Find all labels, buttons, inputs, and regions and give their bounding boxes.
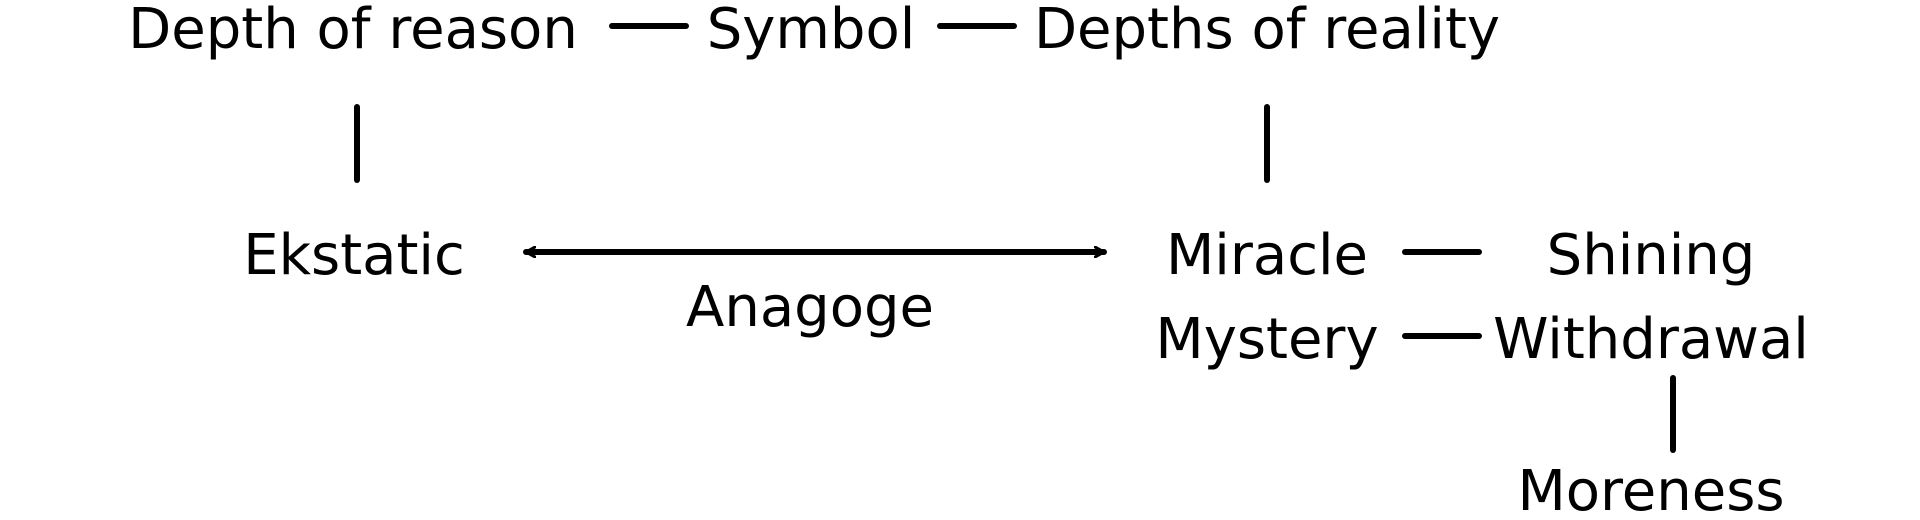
node-miracle: Miracle [1166,223,1368,288]
node-symbol: Symbol [707,0,916,62]
node-withdrawal: Withdrawal [1493,307,1809,372]
node-ekstatic: Ekstatic [243,223,465,288]
node-moreness: Moreness [1517,459,1784,520]
node-depths-of-reality: Depths of reality [1034,0,1500,62]
node-mystery: Mystery [1155,307,1378,372]
node-depth-of-reason: Depth of reason [128,0,578,62]
node-anagoge: Anagoge [686,275,934,340]
node-shining: Shining [1547,223,1756,288]
